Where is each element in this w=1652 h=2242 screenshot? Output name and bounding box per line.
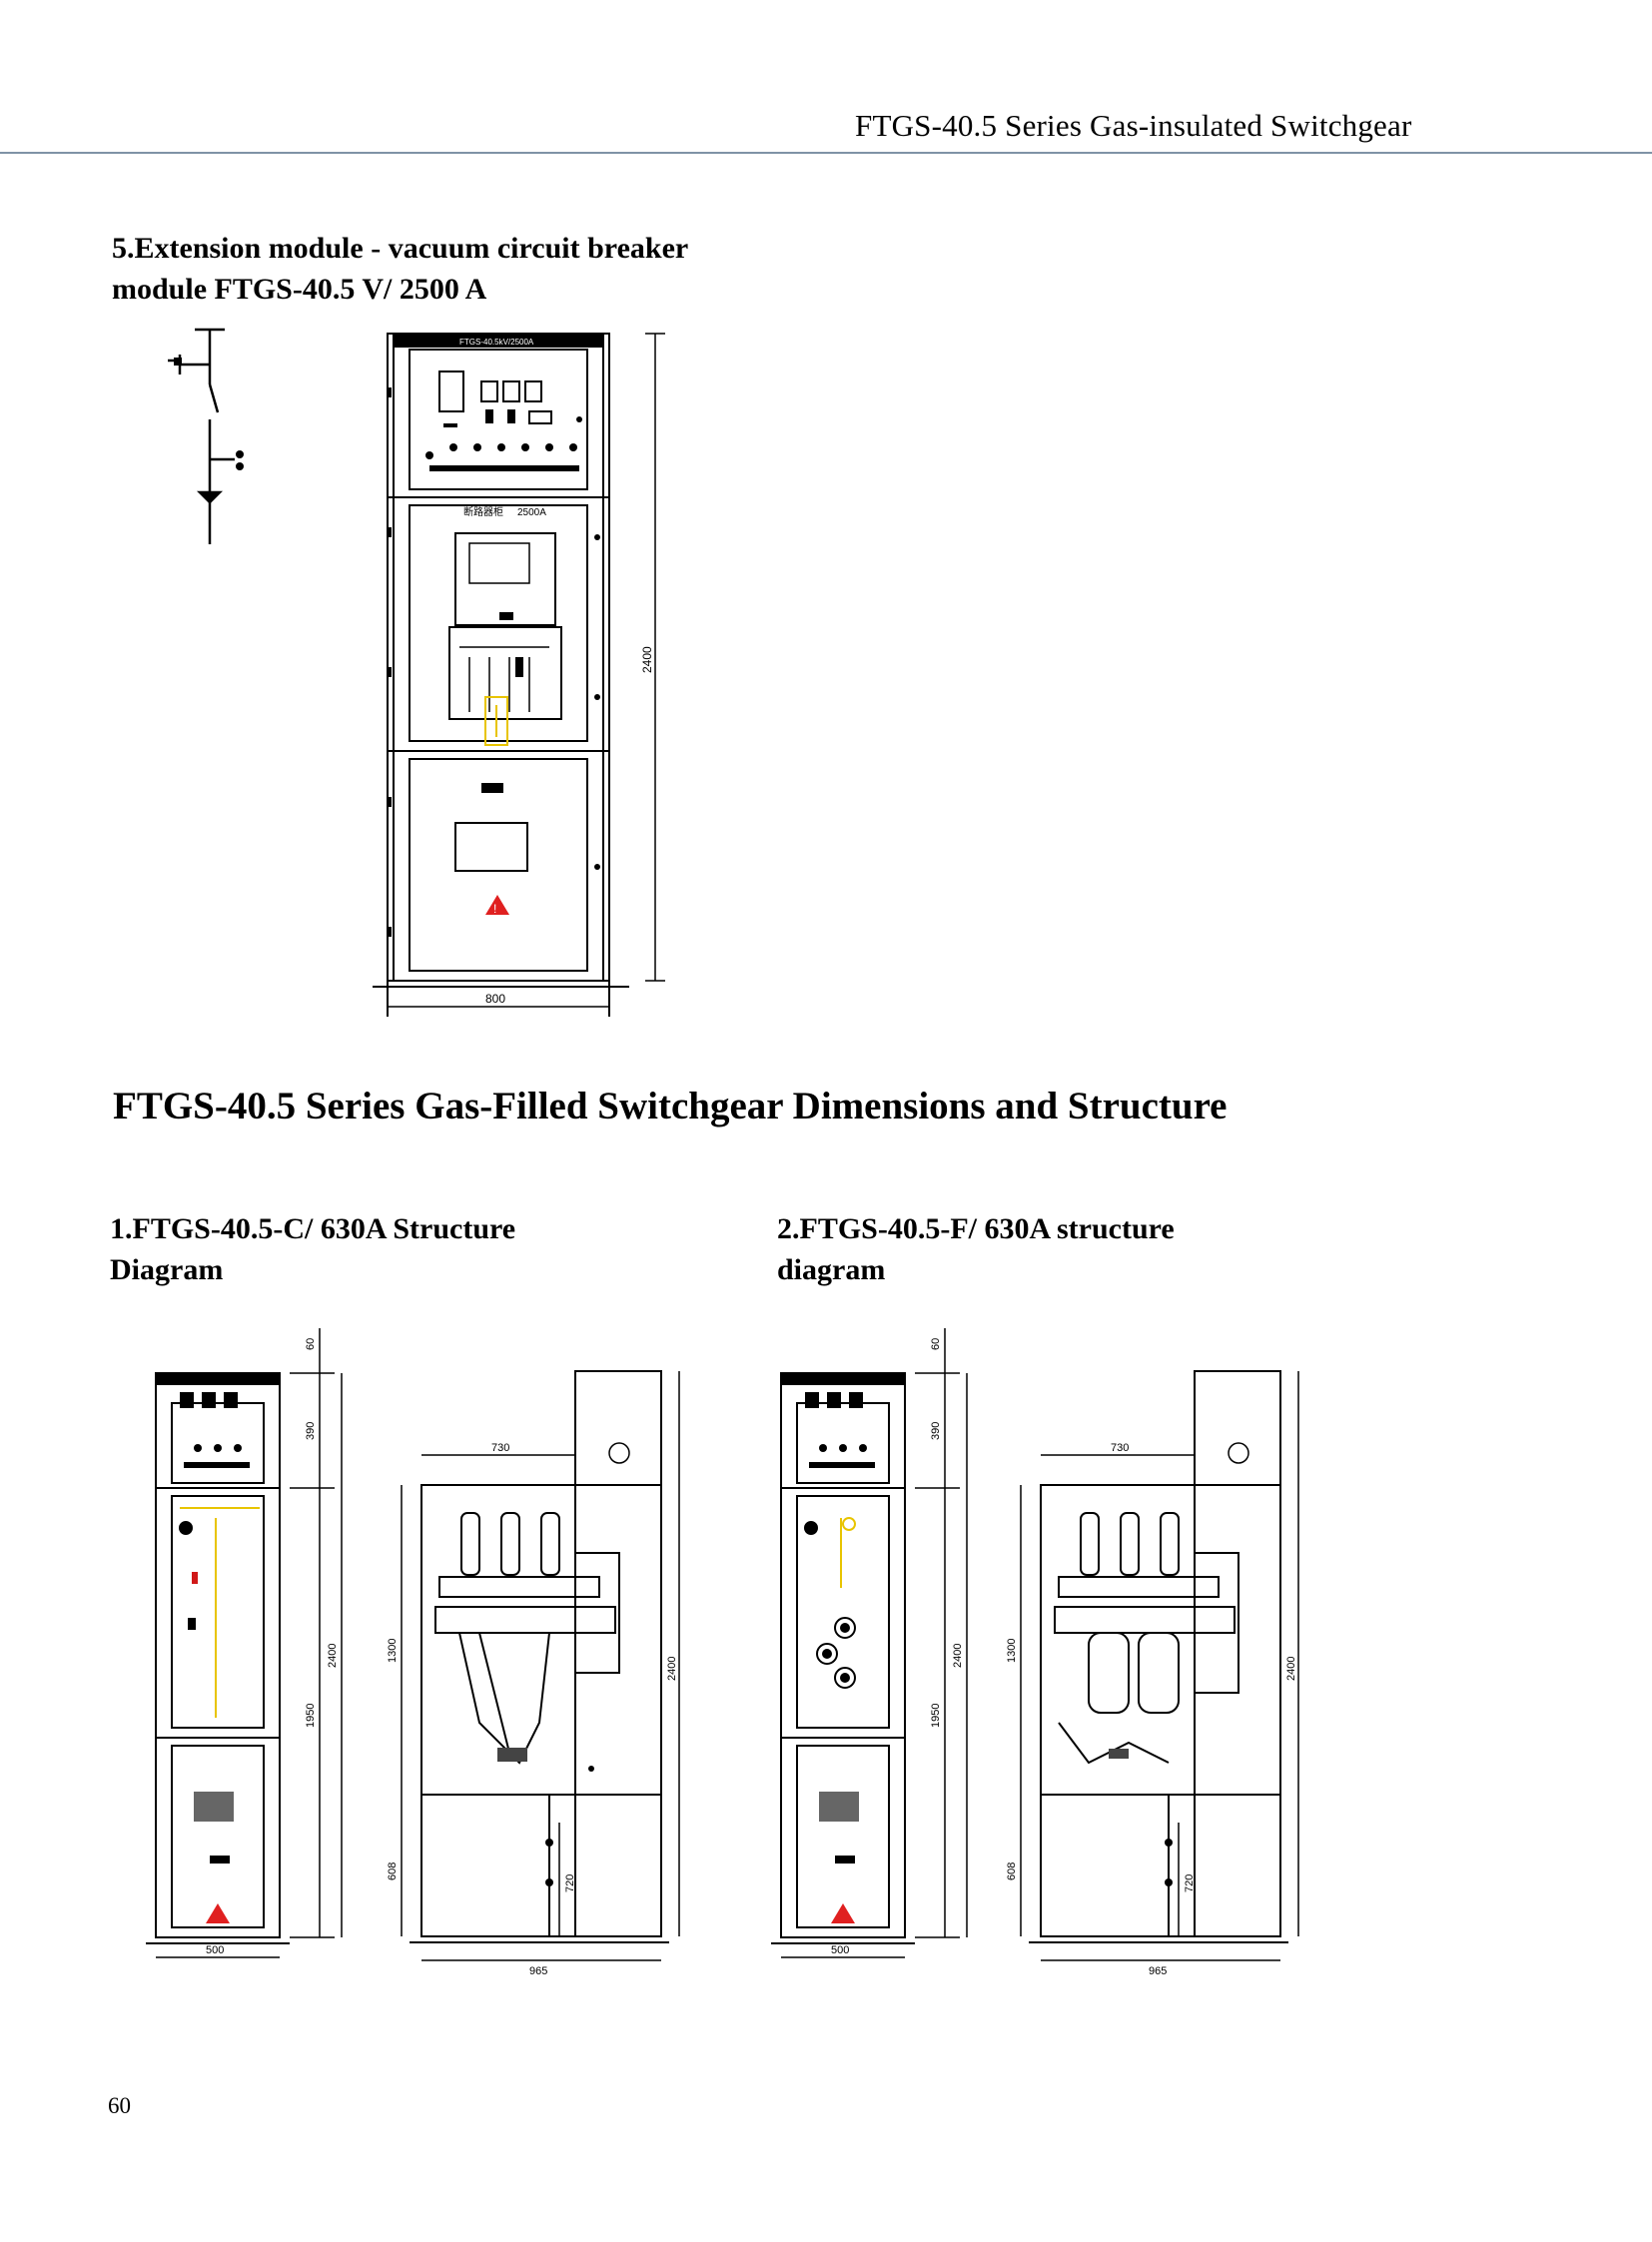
structure1-heading: 1.FTGS-40.5-C/ 630A Structure Diagram — [110, 1208, 515, 1290]
structure1-heading-line2: Diagram — [110, 1253, 224, 1286]
rating-label: 2500A — [517, 507, 546, 518]
dim-total-2400: 2400 — [952, 1644, 964, 1668]
page-number: 60 — [108, 2093, 131, 2118]
dim-depth-730: 730 — [491, 1442, 509, 1454]
structure1-front-view: 60 390 1950 2400 500 — [146, 1328, 343, 1958]
nameplate-label: FTGS-40.5kV/2500A — [459, 338, 534, 347]
dim-lower-608: 608 — [387, 1863, 399, 1880]
dim-inner-1300: 1300 — [387, 1639, 399, 1663]
dim-total-2400: 2400 — [1285, 1657, 1297, 1681]
dim-total-2400: 2400 — [327, 1644, 339, 1668]
dim-lower-depth-720: 720 — [1184, 1874, 1196, 1892]
main-heading: FTGS-40.5 Series Gas-Filled Switchgear D… — [113, 1085, 1228, 1127]
structure2-front-view: 60 390 1950 2400 500 — [771, 1328, 968, 1958]
section5-heading-line2: module FTGS-40.5 V/ 2500 A — [112, 273, 487, 306]
dim-depth-total-965: 965 — [529, 1965, 547, 1977]
dim-lower-depth-720: 720 — [564, 1874, 576, 1892]
dim-depth-total-965: 965 — [1149, 1965, 1167, 1977]
header-rule — [0, 152, 1652, 154]
dim-upper-390: 390 — [930, 1422, 942, 1440]
dim-top-60: 60 — [930, 1338, 942, 1350]
dim-upper-390: 390 — [305, 1422, 317, 1440]
single-line-diagram — [168, 328, 244, 544]
structure2-heading-line2: diagram — [777, 1253, 886, 1286]
structure2-heading-line1: 2.FTGS-40.5-F/ 630A structure — [777, 1212, 1175, 1245]
structure1-heading-line1: 1.FTGS-40.5-C/ 630A Structure — [110, 1212, 516, 1245]
section5-heading-line1: 5.Extension module - vacuum circuit brea… — [112, 232, 689, 265]
dim-width-800: 800 — [485, 992, 505, 1006]
section5-heading: 5.Extension module - vacuum circuit brea… — [112, 228, 688, 310]
dim-door-1950: 1950 — [305, 1704, 317, 1728]
dim-total-2400: 2400 — [666, 1657, 678, 1681]
dim-door-1950: 1950 — [930, 1704, 942, 1728]
dim-front-width-500: 500 — [206, 1944, 224, 1956]
module-label: 断路器柜 — [463, 505, 503, 518]
dim-inner-1300: 1300 — [1006, 1639, 1018, 1663]
structure2-heading: 2.FTGS-40.5-F/ 630A structure diagram — [777, 1208, 1175, 1290]
dim-top-60: 60 — [305, 1338, 317, 1350]
structure2-side-section: 730 1300 608 720 2400 965 — [1006, 1370, 1299, 1977]
dim-front-width-500: 500 — [831, 1944, 849, 1956]
dim-depth-730: 730 — [1111, 1442, 1129, 1454]
svg-text:!: ! — [493, 902, 496, 916]
cabinet-2500a-front-view: FTGS-40.5kV/2500A 断路器柜 2500A ! 2400 800 — [373, 333, 665, 1017]
dim-lower-608: 608 — [1006, 1863, 1018, 1880]
running-header: FTGS-40.5 Series Gas-insulated Switchgea… — [855, 108, 1412, 143]
dim-height-2400: 2400 — [640, 646, 654, 673]
structure1-side-section: 730 1300 608 720 2400 965 — [387, 1370, 680, 1977]
